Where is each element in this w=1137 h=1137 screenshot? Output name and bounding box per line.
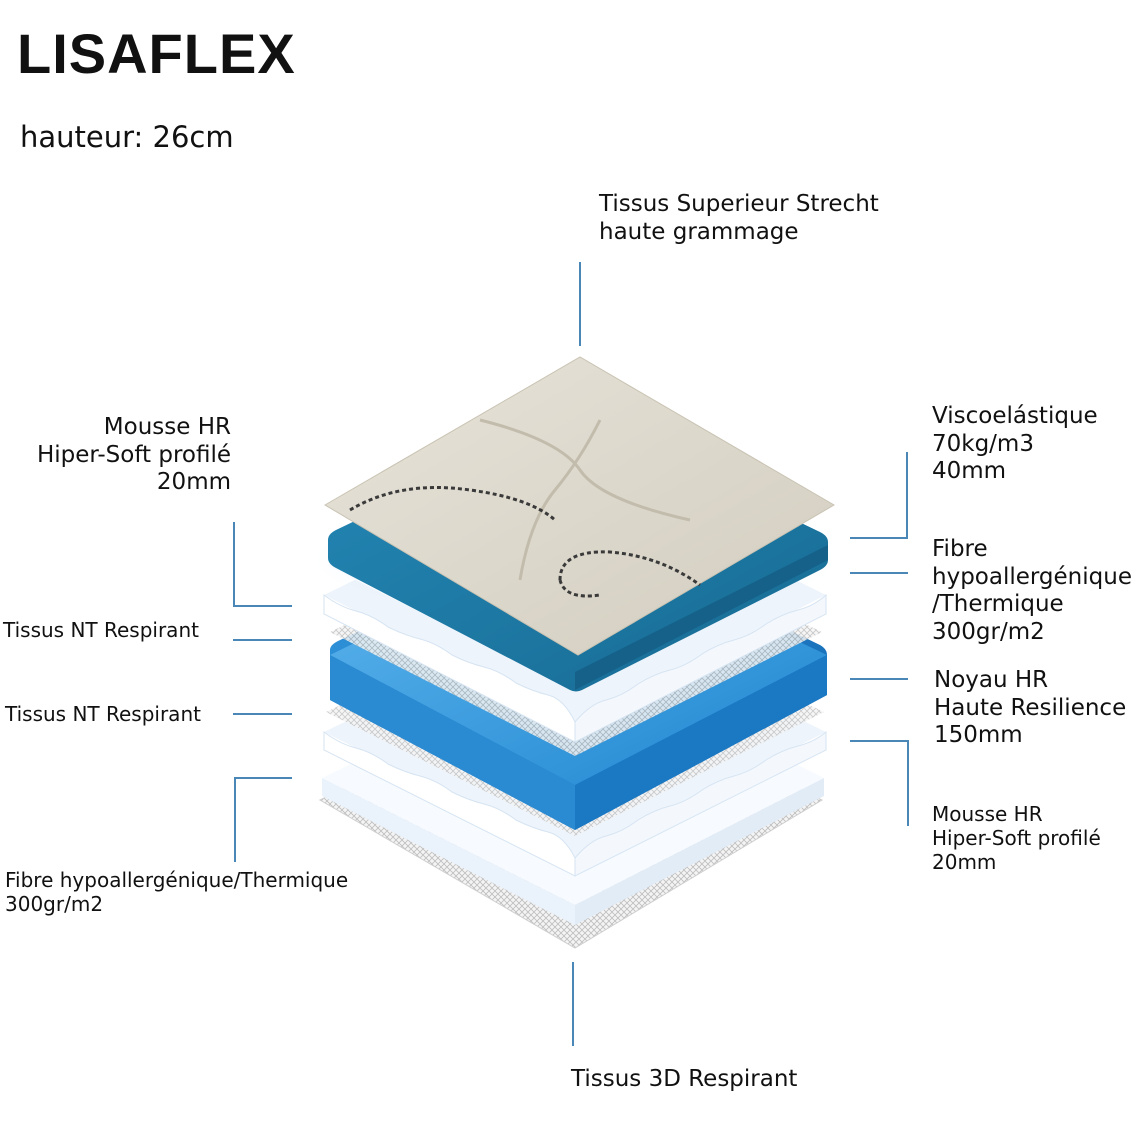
height-spec: hauteur: 26cm (20, 120, 234, 154)
label-3d-fabric: Tissus 3D Respirant (571, 1066, 798, 1092)
label-mousse-hr-left: Mousse HR Hiper-Soft profilé 20mm (36, 414, 231, 496)
label-nt-fabric-2: Tissus NT Respirant (5, 702, 201, 726)
product-title: LISAFLEX (17, 22, 296, 85)
label-top-fabric: Tissus Superieur Strecht haute grammage (599, 191, 879, 245)
label-fiber-right: Fibre hypoallergénique /Thermique 300gr/… (932, 536, 1132, 645)
label-mousse-hr-right: Mousse HR Hiper-Soft profilé 20mm (932, 802, 1101, 874)
leader-lines (233, 262, 909, 1046)
label-nt-fabric-1: Tissus NT Respirant (3, 618, 199, 642)
label-fiber-left: Fibre hypoallergénique/Thermique 300gr/m… (5, 868, 349, 916)
layer-top-fabric (324, 356, 835, 656)
label-viscoelastic: Viscoelástique 70kg/m3 40mm (932, 403, 1098, 485)
label-hr-core: Noyau HR Haute Resilience 150mm (934, 667, 1127, 749)
